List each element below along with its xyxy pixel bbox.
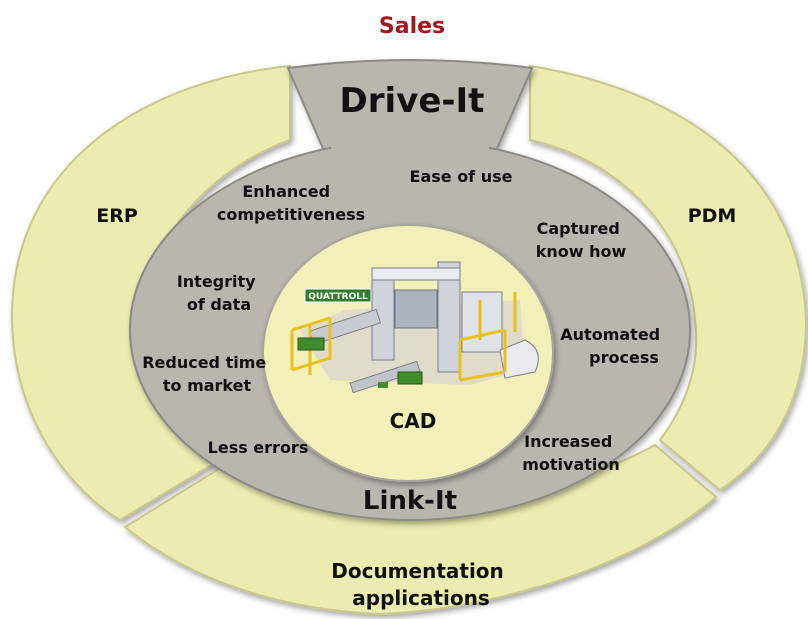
benefit-enhanced-competitiveness: Enhanced competitiveness [217, 182, 365, 224]
drive-it-label: Drive-It [340, 81, 485, 121]
quattroll-logo-text: QUATTROLL [308, 292, 368, 302]
pdm-segment [529, 64, 808, 492]
cad-label: CAD [390, 409, 437, 433]
sales-title: Sales [379, 14, 445, 39]
documentation-label: Documentation applications [331, 559, 511, 610]
benefit-less-errors: Less errors [208, 438, 309, 457]
quattroll-logo: QUATTROLL [304, 288, 372, 303]
erp-label: ERP [96, 205, 138, 227]
benefit-ease-of-use: Ease of use [410, 167, 513, 186]
benefit-captured-know-how: Captured know how [536, 219, 627, 261]
benefit-automated-process: Automated process [560, 325, 665, 367]
benefit-reduced-time-to-market: Reduced time to market [142, 353, 272, 395]
link-it-label: Link-It [363, 486, 457, 516]
benefit-integrity-of-data: Integrity of data [177, 272, 261, 314]
benefit-increased-motivation: Increased motivation [522, 432, 620, 474]
pdm-label: PDM [688, 205, 737, 227]
machine-illustration [290, 261, 539, 394]
